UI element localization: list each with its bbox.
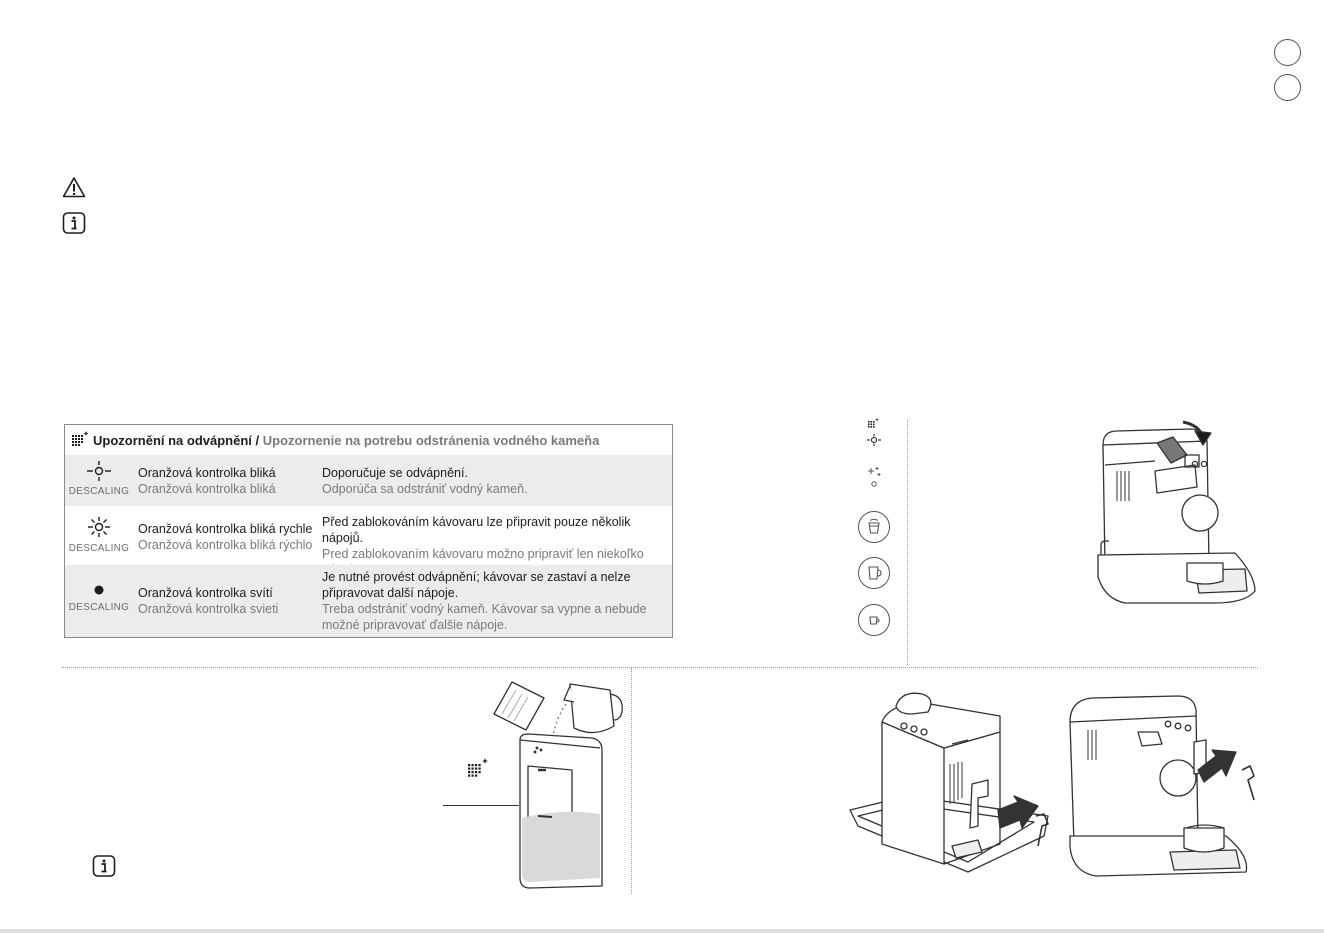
header-sk: Upozornenie na potrebu odstránenia vodné… bbox=[262, 433, 600, 448]
language-circle-1 bbox=[1274, 39, 1301, 66]
descaling-icon bbox=[468, 758, 488, 777]
descaling-light-icon bbox=[867, 418, 881, 446]
info-icon bbox=[62, 212, 86, 234]
meaning-cz: Je nutné provést odvápnění; kávovar se z… bbox=[322, 570, 631, 600]
status-sk: Oranžová kontrolka bliká bbox=[138, 482, 276, 496]
table-row: DESCALING Oranžová kontrolka bliká Oranž… bbox=[65, 455, 672, 506]
meaning-sk: Treba odstrániť vodný kameň. Kávovar sa … bbox=[322, 602, 647, 632]
machine-front-illustration bbox=[1069, 695, 1255, 877]
lungo-button-icon bbox=[858, 557, 890, 589]
light-blinking-icon bbox=[87, 461, 111, 481]
status-cz: Oranžová kontrolka bliká bbox=[138, 466, 276, 480]
descaling-alert-table: Upozornění na odvápnění / Upozornenie na… bbox=[64, 424, 673, 638]
sparkle-icon bbox=[868, 467, 881, 487]
meaning-sk: Odporúča sa odstrániť vodný kameň. bbox=[322, 482, 528, 496]
warning-icon bbox=[62, 177, 86, 198]
light-blinking-fast-icon bbox=[88, 517, 110, 537]
divider-vertical bbox=[907, 420, 908, 665]
language-circle-2 bbox=[1274, 74, 1301, 101]
status-sk: Oranžová kontrolka svieti bbox=[138, 602, 279, 616]
page-bottom-edge bbox=[0, 929, 1324, 933]
divider-horizontal bbox=[62, 667, 1258, 668]
meaning-cz: Před zablokováním kávovaru lze připravit… bbox=[322, 515, 631, 545]
table-row: DESCALING Oranžová kontrolka svítí Oranž… bbox=[65, 565, 672, 637]
divider-vertical bbox=[631, 668, 632, 894]
light-on-icon bbox=[94, 585, 104, 595]
water-tank-illustration bbox=[493, 681, 623, 889]
status-cz: Oranžová kontrolka svítí bbox=[138, 586, 273, 600]
machine-side-illustration bbox=[849, 692, 1049, 873]
water-level-leader-line bbox=[443, 805, 519, 806]
descaling-icon bbox=[72, 431, 89, 446]
descaling-label: DESCALING bbox=[68, 543, 130, 554]
header-cz: Upozornění na odvápnění / bbox=[93, 433, 263, 448]
status-cz: Oranžová kontrolka bliká rychle bbox=[138, 522, 313, 536]
status-sk: Oranžová kontrolka bliká rýchlo bbox=[138, 538, 313, 552]
table-row: DESCALING Oranžová kontrolka bliká rychl… bbox=[65, 506, 672, 577]
descaling-label: DESCALING bbox=[68, 602, 130, 613]
coffee-machine-illustration bbox=[1097, 420, 1256, 604]
meaning-cz: Doporučuje se odvápnění. bbox=[322, 466, 468, 480]
table-header: Upozornění na odvápnění / Upozornenie na… bbox=[65, 425, 672, 455]
descaling-label: DESCALING bbox=[68, 486, 130, 497]
cappuccino-button-icon bbox=[858, 511, 890, 543]
espresso-button-icon bbox=[858, 604, 890, 636]
info-icon bbox=[92, 855, 116, 877]
